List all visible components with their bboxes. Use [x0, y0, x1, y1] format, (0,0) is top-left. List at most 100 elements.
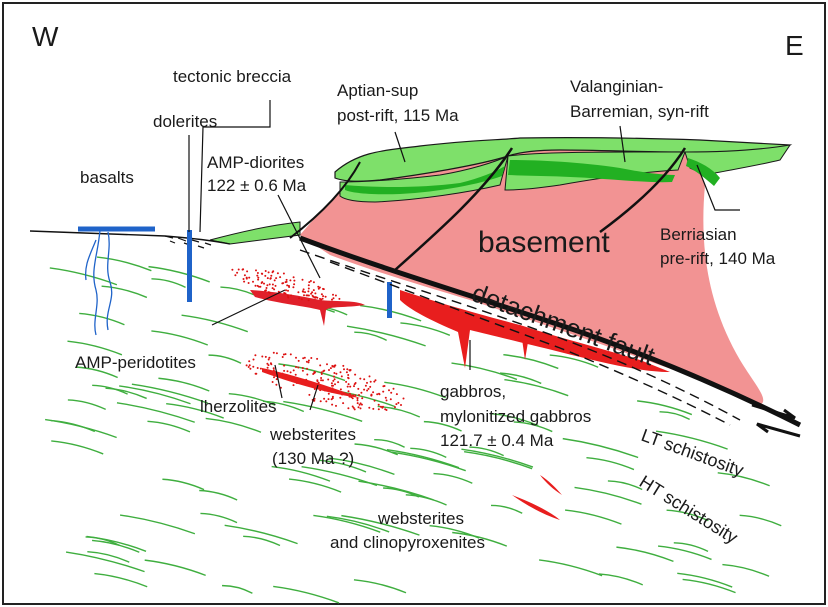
label-basement: basement	[478, 226, 610, 259]
schistosity-stroke	[423, 420, 462, 432]
mineral-dot	[301, 367, 304, 369]
mineral-dot	[282, 272, 285, 275]
mineral-dot	[304, 291, 306, 294]
schistosity-stroke	[657, 545, 712, 561]
mineral-dot	[376, 393, 379, 396]
schistosity-stroke	[353, 579, 407, 594]
mineral-dot	[334, 383, 336, 386]
mineral-dot	[357, 387, 360, 390]
mineral-dot	[370, 394, 373, 397]
mineral-dot	[316, 357, 319, 360]
mineral-dot	[342, 402, 345, 405]
mineral-dot	[320, 379, 323, 382]
mineral-dot	[264, 289, 267, 292]
mineral-dot	[348, 369, 351, 372]
schistosity-stroke	[67, 340, 123, 356]
schistosity-stroke	[313, 514, 381, 533]
mineral-dot	[331, 365, 334, 367]
mineral-dot	[266, 277, 269, 280]
mineral-dot	[260, 282, 263, 284]
schistosity-stroke	[677, 572, 733, 588]
schistosity-stroke	[101, 285, 148, 299]
mineral-dot	[302, 357, 305, 360]
schistosity-stroke	[346, 325, 426, 347]
mineral-dot	[303, 294, 305, 297]
schistosity-stroke	[513, 421, 553, 433]
mineral-dot	[287, 289, 289, 292]
mineral-dot	[297, 359, 300, 362]
schistosity-stroke	[607, 480, 643, 491]
dolerite-dyke-right	[387, 282, 392, 318]
mineral-dot	[243, 280, 246, 283]
mineral-dot	[349, 385, 352, 388]
mineral-dot	[254, 372, 257, 375]
schistosity-stroke	[92, 384, 128, 395]
mineral-dot	[332, 384, 334, 387]
mineral-dot	[374, 379, 377, 382]
label-lherzolites: lherzolites	[200, 397, 277, 416]
mineral-dot	[335, 372, 338, 375]
mineral-dot	[366, 389, 369, 392]
mineral-dot	[372, 391, 375, 394]
schistosity-stroke	[76, 366, 118, 379]
mineral-dot	[360, 391, 363, 394]
mineral-dot	[295, 366, 297, 368]
mineral-dot	[339, 371, 342, 374]
gabbro-bodies	[400, 290, 670, 372]
mineral-dot	[352, 406, 355, 409]
schistosity-stroke	[329, 457, 395, 476]
mineral-dot	[261, 355, 264, 358]
mineral-dot	[361, 397, 364, 400]
mineral-dot	[289, 353, 292, 356]
schistosity-stroke	[92, 539, 140, 553]
schistosity-stroke	[452, 531, 508, 547]
schistosity-stroke	[205, 417, 262, 433]
mineral-dot	[292, 286, 295, 289]
schistosity-stroke	[400, 322, 451, 336]
mineral-dot	[263, 282, 265, 285]
mineral-dot	[271, 287, 274, 290]
mineral-dot	[369, 385, 372, 388]
mineral-dot	[283, 364, 286, 367]
mineral-dot	[292, 369, 295, 372]
mineral-dot	[345, 371, 348, 374]
mineral-dot	[363, 378, 366, 381]
label-websterites-clino-line1: websterites	[377, 509, 464, 528]
schistosity-stroke	[67, 399, 106, 410]
schistosity-stroke	[119, 385, 191, 405]
mineral-dot	[295, 356, 297, 359]
schistosity-stroke	[384, 381, 446, 399]
schistosity-stroke	[374, 438, 405, 448]
syn-rift-block-3	[684, 144, 792, 176]
mineral-dot	[342, 364, 345, 367]
mineral-dot	[267, 358, 270, 361]
schistosity-stroke	[50, 419, 96, 433]
schistosity-stroke	[94, 572, 148, 588]
mineral-dot	[331, 403, 334, 406]
mineral-dot	[389, 398, 392, 401]
mineral-dot	[308, 281, 311, 284]
mineral-dot	[322, 370, 325, 373]
normal-fault-3	[599, 147, 687, 234]
mineral-dot	[316, 379, 319, 382]
mineral-dot	[359, 407, 362, 410]
mineral-dot	[266, 284, 269, 287]
mineral-dot	[307, 361, 310, 364]
mineral-dot	[264, 274, 267, 277]
shear-sense-arrows	[751, 403, 801, 438]
mineral-dot	[264, 355, 267, 358]
mineral-dot	[285, 280, 288, 283]
mineral-dot	[275, 352, 278, 355]
mineral-dot	[287, 284, 290, 287]
mineral-dot	[323, 397, 326, 400]
mineral-dot	[382, 390, 385, 393]
mineral-dot	[327, 398, 330, 401]
mineral-dot	[320, 373, 323, 375]
mineral-dot	[274, 284, 277, 287]
label-berriasian-line1: Berriasian	[660, 225, 737, 244]
mineral-dot	[312, 281, 315, 284]
schistosity-stroke	[158, 377, 210, 392]
mineral-dot	[254, 284, 257, 287]
schistosity-stroke	[433, 472, 473, 484]
mineral-dot	[329, 367, 332, 370]
